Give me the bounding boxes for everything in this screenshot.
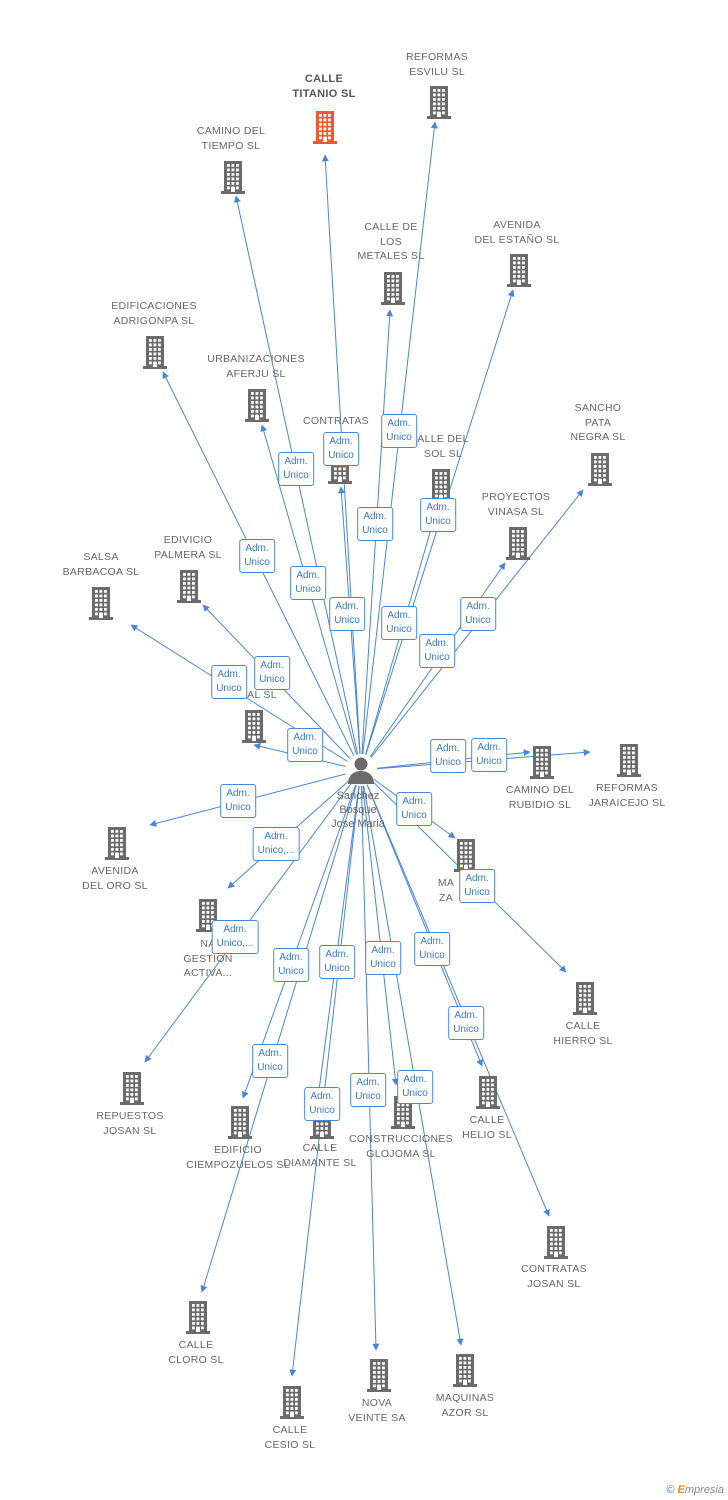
building-icon[interactable] [143,335,167,369]
building-icon[interactable] [427,85,451,119]
company-label-reformas-jaraicejo[interactable]: REFORMAS JARAICEJO SL [588,782,666,809]
person-icon[interactable] [346,755,376,785]
building-icon[interactable] [313,110,337,144]
company-label-contratas-josan[interactable]: CONTRATAS JOSAN SL [521,1263,587,1290]
building-icon[interactable] [177,569,201,603]
company-label-calle-del-sol[interactable]: ALLE DEL SOL SL [417,433,469,460]
building-icon[interactable] [507,253,531,287]
footer-brand[interactable]: © Empresia [666,1484,724,1496]
role-badge-calle-titanio[interactable]: Adm. Unico [323,432,359,466]
role-badge-edificio-palmera[interactable]: Adm. Unico [254,656,290,690]
role-badge-proyectos-vinasa[interactable]: Adm. Unico [419,634,455,668]
company-label-camino-del-tiempo[interactable]: CAMINO DEL TIEMPO SL [196,125,266,152]
company-label-hidden-al[interactable]: AL SL [247,689,277,701]
company-label-proyectos-vinasa[interactable]: PROYECTOS VINASA SL [481,491,551,518]
edge-construcciones-glojoma [362,785,399,1086]
role-badge-contratas-josan[interactable]: Adm. Unico [448,1006,484,1040]
role-badge-nova-veinte[interactable]: Adm. Unico [350,1073,386,1107]
building-icon[interactable] [228,1105,252,1139]
building-icon[interactable] [89,586,113,620]
role-badge-calle-hierro[interactable]: Adm. Unico [459,869,495,903]
role-badge-avenida-del-oro[interactable]: Adm. Unico [220,784,256,818]
building-icon[interactable] [186,1300,210,1334]
company-label-calle-hierro[interactable]: CALLE HIERRO SL [553,1020,613,1047]
company-label-calle-titanio[interactable]: CALLE TITANIO SL [292,73,356,100]
building-icon[interactable] [245,388,269,422]
building-icon[interactable] [573,981,597,1015]
edge-calle-diamante [315,785,360,1099]
role-badge-repuestos-josan[interactable]: Adm. Unico,... [211,920,259,954]
building-icon[interactable] [588,452,612,486]
building-icon[interactable] [242,709,266,743]
building-icon[interactable] [221,160,245,194]
edge-contratas-josan [366,784,550,1217]
edge-nova-veinte [360,785,380,1351]
company-label-nay-gestion[interactable]: NA GESTION ACTIVA... [183,938,233,979]
building-icon[interactable] [280,1385,304,1419]
company-label-camino-del-rubidio[interactable]: CAMINO DEL RUBIDIO SL [505,784,575,811]
role-badge-calle-cesio[interactable]: Adm. Unico [304,1087,340,1121]
building-icon[interactable] [506,526,530,560]
role-badge-urbanizaciones-aferju[interactable]: Adm. Unico [290,566,326,600]
role-badge-edificaciones-adrigonpa[interactable]: Adm. Unico [239,539,275,573]
role-badge-calle-del-sol[interactable]: Adm. Unico [381,606,417,640]
role-badge-construcciones-glojoma[interactable]: Adm. Unico [365,941,401,975]
role-badge-salsa-barbacoa[interactable]: Adm. Unico [211,665,247,699]
role-badge-reformas-jaraicejo[interactable]: Adm. Unico [471,738,507,772]
role-badge-nay-gestion[interactable]: Adm. Unico,... [252,827,300,861]
person-name-label[interactable]: Sanchez Bosque Jose Maria [331,790,385,830]
role-badge-edificio-ciempozuelos[interactable]: Adm. Unico [273,948,309,982]
role-badge-camino-del-rubidio[interactable]: Adm. Unico [430,739,466,773]
building-icon[interactable] [454,838,478,872]
company-label-repuestos-josan[interactable]: REPUESTOS JOSAN SL [96,1110,164,1137]
copyright-symbol: © [666,1484,675,1496]
company-label-calle-de-los-metales[interactable]: CALLE DE LOS METALES SL [357,221,425,262]
role-badge-calle-helio[interactable]: Adm. Unico [414,932,450,966]
role-badge-calle-cloro[interactable]: Adm. Unico [252,1044,288,1078]
building-icon[interactable] [453,1353,477,1387]
company-label-construcciones-glojoma[interactable]: CONSTRUCCIONES GLOJOMA SL [349,1133,453,1160]
company-label-calle-diamante[interactable]: CALLE DIAMANTE SL [283,1142,357,1169]
building-icon[interactable] [429,468,453,502]
company-label-maquinas-za[interactable]: MA ZA [437,877,455,904]
edge-maquinas-azor [363,785,464,1346]
company-label-calle-cesio[interactable]: CALLE CESIO SL [264,1424,316,1451]
role-badge-camino-del-tiempo[interactable]: Adm. Unico [278,452,314,486]
company-label-salsa-barbacoa[interactable]: SALSA BARBACOA SL [62,551,140,578]
company-label-avenida-del-oro[interactable]: AVENIDA DEL ORO SL [82,865,148,892]
company-label-nova-veinte[interactable]: NOVA VEINTE SA [348,1397,406,1424]
role-badge-reformas-esvilu[interactable]: Adm. Unico [381,414,417,448]
building-icon[interactable] [367,1358,391,1392]
role-badge-maquinas-za[interactable]: Adm. Unico [396,792,432,826]
building-icon[interactable] [120,1071,144,1105]
role-badge-avenida-del-estano[interactable]: Adm. Unico [420,498,456,532]
edge-calle-cloro [200,785,357,1293]
role-badge-calle-diamante[interactable]: Adm. Unico [319,945,355,979]
role-badge-hidden-al[interactable]: Adm. Unico [287,728,323,762]
company-label-maquinas-azor[interactable]: MAQUINAS AZOR SL [435,1392,495,1419]
brand-logo: Empresia [677,1484,724,1496]
building-icon[interactable] [544,1225,568,1259]
company-label-urbanizaciones-aferju[interactable]: URBANIZACIONES AFERJU SL [207,353,305,380]
company-label-calle-helio[interactable]: CALLE HELIO SL [462,1114,512,1141]
building-icon[interactable] [381,271,405,305]
role-badge-calle-de-los-metales[interactable]: Adm. Unico [357,507,393,541]
edge-calle-cesio [289,785,360,1377]
company-label-edificio-ciempozuelos[interactable]: EDIFICIO CIEMPOZUELOS SL [186,1144,290,1171]
role-badge-sancho-pata-negra[interactable]: Adm. Unico [460,597,496,631]
building-icon[interactable] [476,1075,500,1109]
company-label-calle-cloro[interactable]: CALLE CLORO SL [168,1339,224,1366]
building-icon[interactable] [530,745,554,779]
company-label-sancho-pata-negra[interactable]: SANCHO PATA NEGRA SL [570,402,626,443]
role-badge-contratas-jo[interactable]: Adm. Unico [329,597,365,631]
building-icon[interactable] [105,826,129,860]
company-label-avenida-del-estano[interactable]: AVENIDA DEL ESTAÑO SL [474,219,560,246]
company-label-reformas-esvilu[interactable]: REFORMAS ESVILU SL [406,51,468,78]
role-badge-maquinas-azor[interactable]: Adm. Unico [397,1070,433,1104]
company-label-edificio-palmera[interactable]: EDIVICIO PALMERA SL [154,534,222,561]
building-icon[interactable] [617,743,641,777]
company-label-edificaciones-adrigonpa[interactable]: EDIFICACIONES ADRIGONPA SL [111,300,197,327]
